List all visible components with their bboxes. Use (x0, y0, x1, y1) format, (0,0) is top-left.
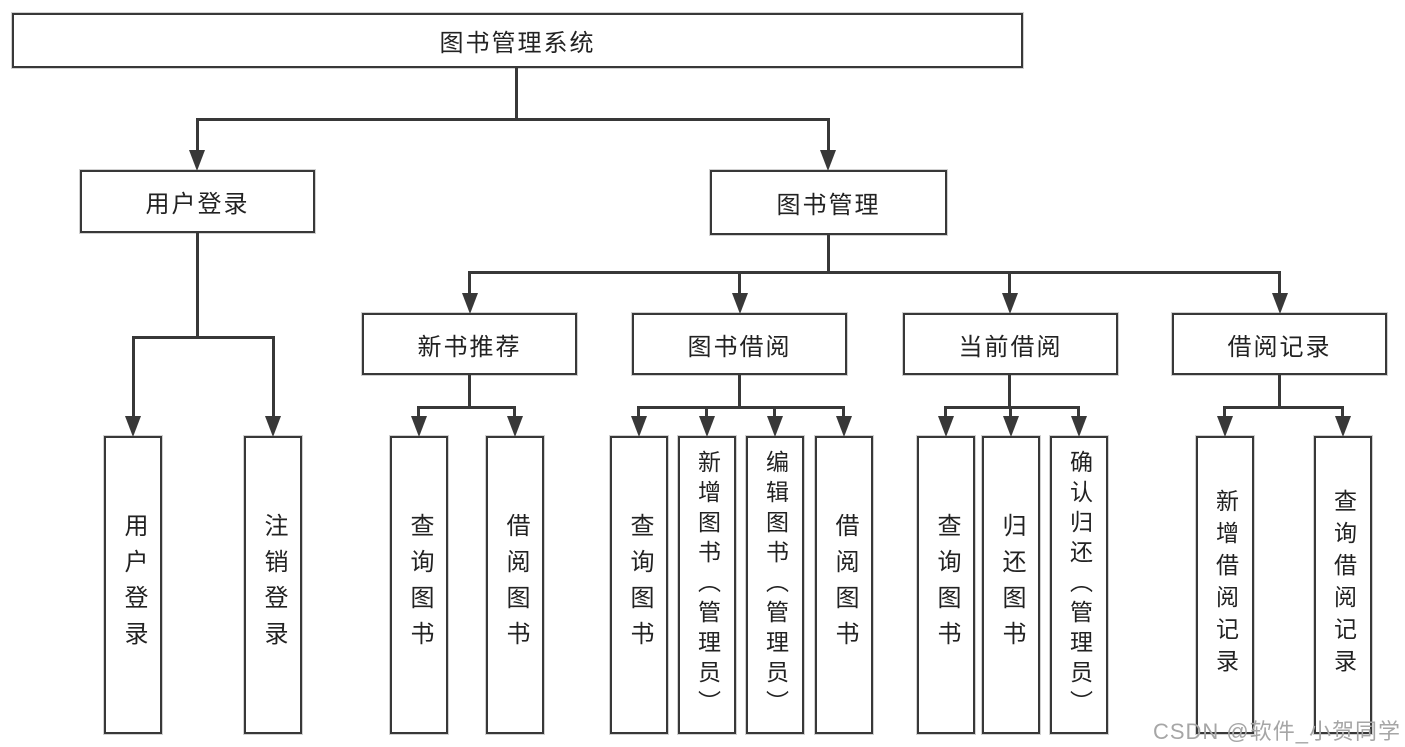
connector-line (637, 406, 845, 409)
node-label: 查询图书 (933, 513, 960, 657)
connector-line (827, 118, 830, 152)
node-label: 新增图书（管理员） (694, 450, 721, 720)
leaf-borrow-books-borrowing: 借阅图书 (815, 436, 873, 734)
node-label: 图书借阅 (687, 333, 792, 361)
arrow-down-icon (1002, 293, 1018, 314)
connector-line (1341, 406, 1344, 419)
node-label: 确认归还（管理员） (1066, 450, 1093, 720)
connector-line (468, 375, 471, 409)
node-user-login: 用户登录 (80, 170, 315, 233)
connector-line (1009, 406, 1012, 419)
node-label: 当前借阅 (958, 333, 1063, 361)
node-label: 图书管理系统 (439, 30, 596, 57)
connector-line (196, 118, 199, 152)
node-label: 新增借阅记录 (1212, 489, 1239, 681)
arrow-down-icon (1272, 293, 1288, 314)
connector-line (196, 233, 199, 339)
arrow-down-icon (1217, 416, 1233, 437)
connector-line (196, 118, 830, 121)
node-library-system: 图书管理系统 (12, 13, 1023, 68)
connector-line (515, 66, 518, 120)
leaf-add-borrow-record: 新增借阅记录 (1196, 436, 1254, 734)
arrow-down-icon (1003, 416, 1019, 437)
arrow-down-icon (699, 416, 715, 437)
connector-line (1008, 271, 1011, 297)
connector-line (705, 406, 708, 419)
connector-line (468, 271, 471, 297)
connector-line (944, 406, 1080, 409)
node-label: 借阅图书 (502, 513, 529, 657)
connector-line (417, 406, 516, 409)
arrow-down-icon (767, 416, 783, 437)
arrow-down-icon (265, 416, 281, 437)
node-book-borrowing: 图书借阅 (632, 313, 847, 375)
node-current-borrowing: 当前借阅 (903, 313, 1118, 375)
leaf-edit-books-admin: 编辑图书（管理员） (746, 436, 804, 734)
connector-line (468, 271, 1281, 274)
node-borrowing-records: 借阅记录 (1172, 313, 1387, 375)
node-label: 查询图书 (406, 513, 433, 657)
leaf-borrow-books-recommend: 借阅图书 (486, 436, 544, 734)
arrow-down-icon (411, 416, 427, 437)
leaf-query-borrow-record: 查询借阅记录 (1314, 436, 1372, 734)
node-label: 查询借阅记录 (1330, 489, 1357, 681)
arrow-down-icon (820, 150, 836, 171)
arrow-down-icon (732, 293, 748, 314)
connector-line (132, 336, 135, 418)
arrow-down-icon (507, 416, 523, 437)
leaf-return-books: 归还图书 (982, 436, 1040, 734)
arrow-down-icon (1335, 416, 1351, 437)
connector-line (513, 406, 516, 419)
leaf-user-login: 用户登录 (104, 436, 162, 734)
leaf-add-books-admin: 新增图书（管理员） (678, 436, 736, 734)
connector-line (1077, 406, 1080, 419)
node-label: 注销登录 (260, 513, 287, 657)
connector-line (1278, 271, 1281, 297)
node-label: 用户登录 (120, 513, 147, 657)
node-label: 新书推荐 (417, 333, 522, 361)
node-book-management: 图书管理 (710, 170, 947, 235)
arrow-down-icon (1071, 416, 1087, 437)
leaf-query-books-recommend: 查询图书 (390, 436, 448, 734)
leaf-query-books-current: 查询图书 (917, 436, 975, 734)
connector-line (417, 406, 420, 419)
leaf-confirm-return-admin: 确认归还（管理员） (1050, 436, 1108, 734)
arrow-down-icon (938, 416, 954, 437)
arrow-down-icon (631, 416, 647, 437)
connector-line (944, 406, 947, 419)
node-label: 编辑图书（管理员） (762, 450, 789, 720)
leaf-query-books-borrowing: 查询图书 (610, 436, 668, 734)
connector-line (827, 235, 830, 273)
watermark: CSDN @软件_小贺同学 (1152, 719, 1401, 744)
connector-line (272, 336, 275, 418)
node-label: 查询图书 (626, 513, 653, 657)
node-label: 借阅记录 (1227, 333, 1332, 361)
connector-line (773, 406, 776, 419)
connector-line (132, 336, 275, 339)
arrow-down-icon (836, 416, 852, 437)
arrow-down-icon (189, 150, 205, 171)
connector-line (1223, 406, 1226, 419)
connector-line (738, 271, 741, 297)
arrow-down-icon (462, 293, 478, 314)
connector-line (1008, 375, 1011, 409)
arrow-down-icon (125, 416, 141, 437)
node-label: 归还图书 (998, 513, 1025, 657)
node-label: 用户登录 (145, 191, 250, 218)
node-label: 借阅图书 (831, 513, 858, 657)
leaf-logout: 注销登录 (244, 436, 302, 734)
connector-line (842, 406, 845, 419)
connector-line (1278, 375, 1281, 409)
connector-line (738, 375, 741, 409)
connector-line (637, 406, 640, 419)
node-new-book-recommend: 新书推荐 (362, 313, 577, 375)
node-label: 图书管理 (776, 192, 881, 219)
connector-line (1223, 406, 1344, 409)
